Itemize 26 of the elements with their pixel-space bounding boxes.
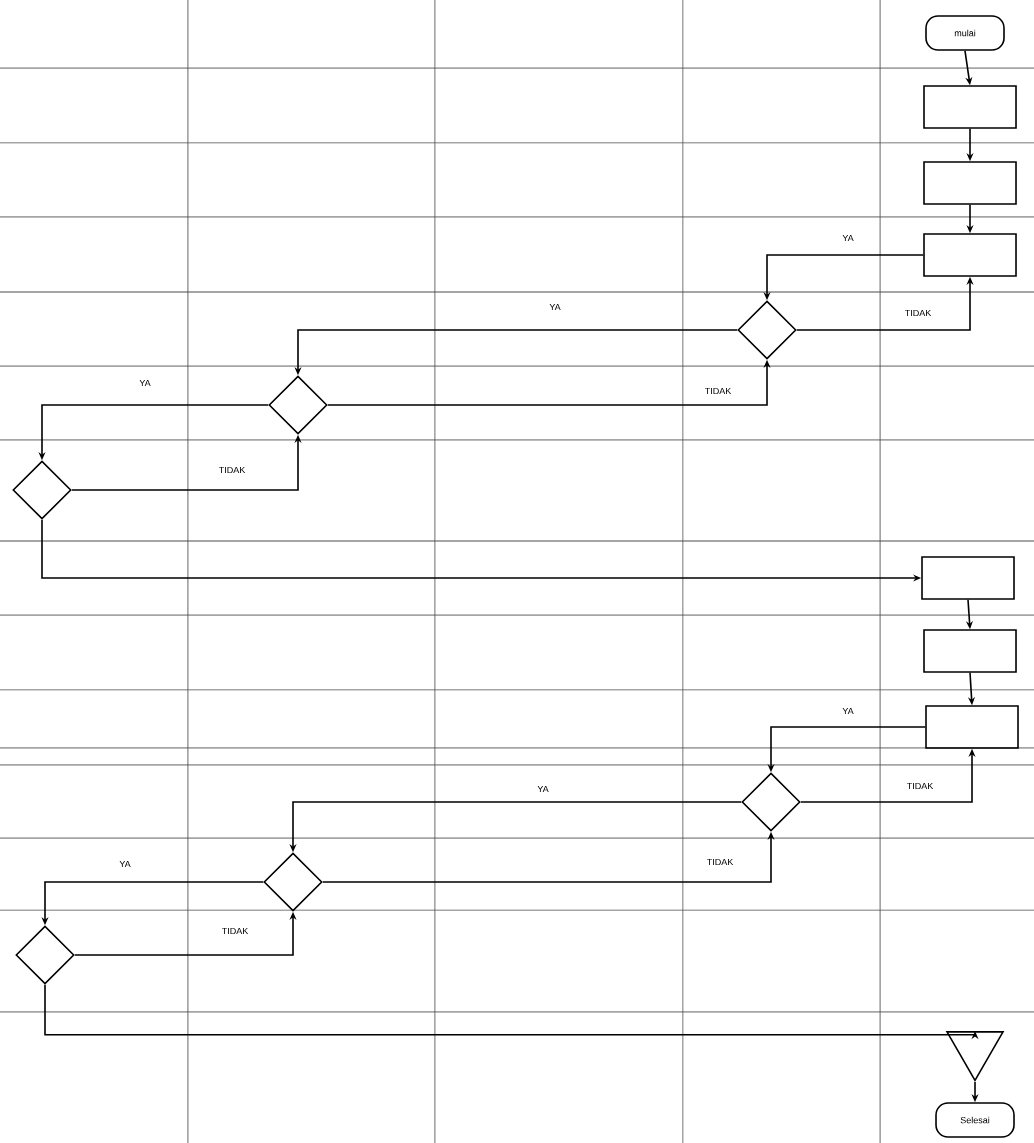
edge-label: TIDAK xyxy=(703,386,733,396)
edge-label: YA xyxy=(118,859,132,869)
process-box xyxy=(925,705,1019,749)
edge-label: TIDAK xyxy=(220,926,250,936)
decision-diamond xyxy=(12,460,72,520)
process-box xyxy=(921,556,1015,600)
edge-label: YA xyxy=(548,302,562,312)
edge-label: YA xyxy=(138,378,152,388)
decision-diamond xyxy=(15,925,75,985)
process-box xyxy=(923,629,1017,673)
terminal-box: Selesai xyxy=(935,1102,1015,1138)
terminal-box: mulai xyxy=(925,15,1005,51)
decision-diamond xyxy=(737,300,797,360)
edge-label: TIDAK xyxy=(217,465,247,475)
process-box xyxy=(923,161,1017,205)
edge-label: YA xyxy=(841,706,855,716)
edge-label: YA xyxy=(536,784,550,794)
edge-label: TIDAK xyxy=(705,857,735,867)
edge-label: YA xyxy=(841,233,855,243)
decision-diamond xyxy=(268,375,328,435)
edge-label: TIDAK xyxy=(905,781,935,791)
process-box xyxy=(923,85,1017,129)
process-box xyxy=(923,233,1017,277)
decision-diamond xyxy=(741,772,801,832)
edge-label: TIDAK xyxy=(903,308,933,318)
decision-diamond xyxy=(263,852,323,912)
